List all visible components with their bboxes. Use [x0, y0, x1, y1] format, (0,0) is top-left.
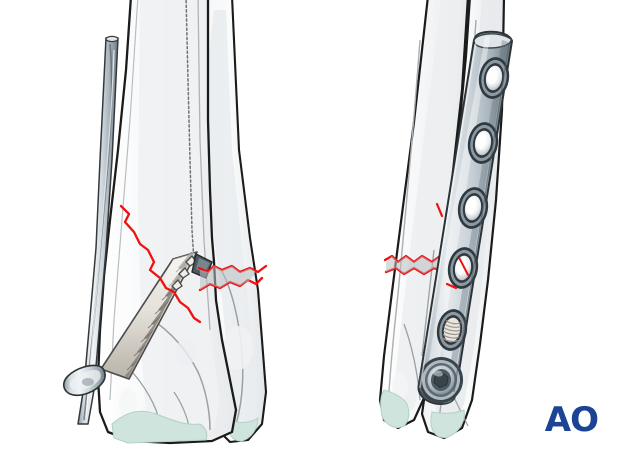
right-fracture-segment-above-plate	[435, 202, 444, 218]
right-panel	[378, 0, 513, 440]
plate-hole[interactable]	[465, 120, 501, 166]
left-fibular-cartilage	[227, 417, 259, 442]
plate-hole-with-screw-head[interactable]	[416, 354, 467, 406]
plate-hole[interactable]	[445, 245, 481, 291]
left-screw-head	[62, 364, 106, 397]
left-tibial-plafond-cartilage	[111, 410, 208, 444]
left-tibial-fracture-line	[119, 204, 202, 324]
plate-holes[interactable]	[416, 55, 512, 406]
fracture-line-in-hole	[458, 257, 469, 276]
plate-hole[interactable]	[455, 185, 491, 231]
screw-shaft-threads	[443, 319, 461, 343]
right-fibular-cartilage	[430, 409, 465, 439]
right-locking-plate[interactable]	[416, 30, 513, 406]
left-fibular-fracture-gap	[200, 266, 256, 290]
plate-hole-with-screw[interactable]	[434, 307, 470, 353]
hex-socket-icon	[433, 372, 449, 388]
left-panel	[62, 0, 268, 445]
right-fracture-gap	[386, 256, 446, 274]
cortical-dotted-line	[185, 0, 195, 263]
right-tibial-cartilage	[380, 389, 410, 429]
right-fracture-segment-on-plate	[445, 282, 458, 290]
